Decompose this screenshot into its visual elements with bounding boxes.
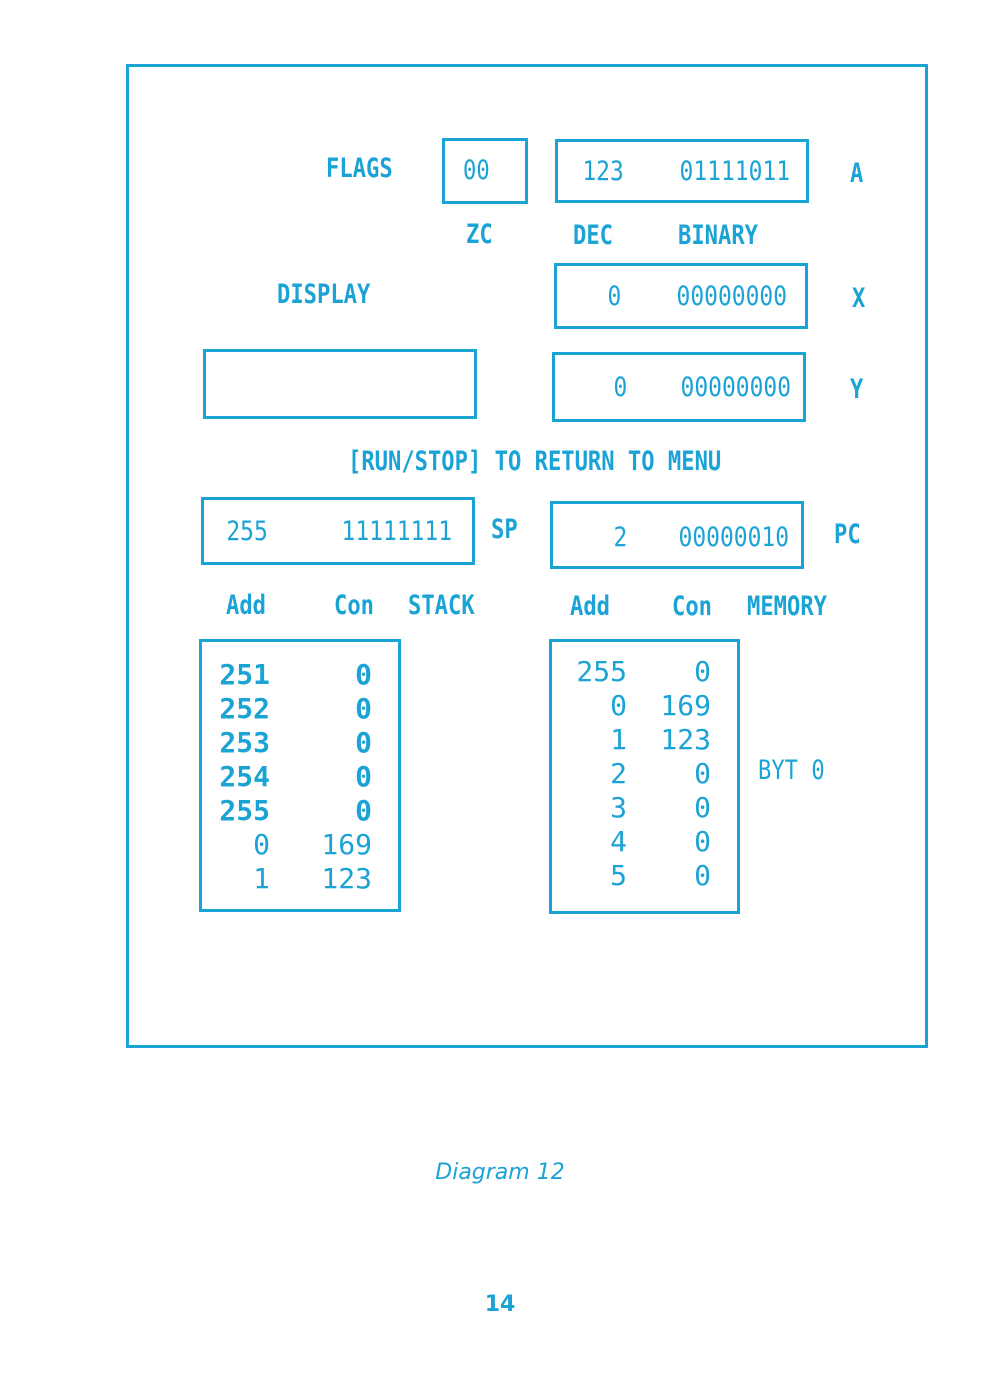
flags-value: 00 (463, 155, 490, 186)
memory-content: 0 (694, 791, 711, 824)
table-row: 4 0 (552, 825, 737, 859)
memory-content: 0 (694, 825, 711, 858)
register-x-label: X (852, 283, 866, 314)
memory-add-header: Add (570, 591, 611, 622)
memory-content: 169 (660, 689, 711, 722)
display-box (203, 349, 477, 419)
memory-address: 1 (610, 723, 627, 756)
stack-content: 0 (355, 658, 372, 691)
flags-sub-label: ZC (466, 219, 493, 250)
memory-title: MEMORY (747, 591, 827, 622)
program-counter-bin: 00000010 (678, 522, 789, 553)
memory-address: 4 (610, 825, 627, 858)
stack-add-header: Add (226, 590, 267, 621)
stack-box: 251 0 252 0 253 0 254 0 255 0 0 169 1 12… (199, 639, 401, 912)
program-counter-dec: 2 (613, 522, 627, 553)
stack-address: 255 (219, 794, 270, 827)
memory-content: 0 (694, 655, 711, 688)
byte-note: BYT 0 (758, 755, 825, 786)
register-a-box: 123 01111011 (555, 139, 809, 203)
table-row: 255 0 (202, 794, 398, 828)
stack-address: 0 (253, 828, 270, 861)
register-x-dec: 0 (607, 281, 621, 312)
memory-address: 2 (610, 757, 627, 790)
flags-box: 00 (442, 138, 528, 204)
register-y-box: 0 00000000 (552, 352, 806, 422)
stack-content: 0 (355, 692, 372, 725)
register-y-label: Y (850, 374, 864, 405)
table-row: 253 0 (202, 726, 398, 760)
stack-pointer-box: 255 11111111 (201, 497, 475, 565)
stack-address: 254 (219, 760, 270, 793)
table-row: 1 123 (552, 723, 737, 757)
dec-column-label: DEC (573, 220, 614, 251)
program-counter-label: PC (834, 519, 861, 550)
stack-title: STACK (408, 590, 475, 621)
stack-con-header: Con (334, 590, 375, 621)
register-y-dec: 0 (613, 372, 627, 403)
register-x-bin: 00000000 (676, 281, 787, 312)
stack-content: 0 (355, 726, 372, 759)
stack-address: 252 (219, 692, 270, 725)
display-label: DISPLAY (277, 279, 371, 310)
monitor-frame (126, 64, 928, 1048)
table-row: 2 0 (552, 757, 737, 791)
stack-pointer-bin: 11111111 (341, 516, 452, 547)
stack-pointer-dec: 255 (226, 516, 268, 547)
stack-pointer-label: SP (491, 514, 518, 545)
return-to-menu-instruction: [RUN/STOP] TO RETURN TO MENU (348, 446, 722, 477)
table-row: 1 123 (202, 862, 398, 896)
memory-content: 123 (660, 723, 711, 756)
stack-address: 251 (219, 658, 270, 691)
stack-content: 169 (321, 828, 372, 861)
stack-content: 0 (355, 760, 372, 793)
page-number: 14 (484, 1292, 516, 1317)
table-row: 252 0 (202, 692, 398, 726)
register-x-box: 0 00000000 (554, 263, 808, 329)
stack-address: 253 (219, 726, 270, 759)
memory-content: 0 (694, 757, 711, 790)
program-counter-box: 2 00000010 (550, 501, 804, 569)
stack-address: 1 (253, 862, 270, 895)
memory-content: 0 (694, 859, 711, 892)
memory-address: 255 (576, 655, 627, 688)
register-y-bin: 00000000 (680, 372, 791, 403)
stack-content: 123 (321, 862, 372, 895)
memory-box: 255 0 0 169 1 123 2 0 3 0 4 0 5 0 (549, 639, 740, 914)
binary-column-label: BINARY (678, 220, 758, 251)
stack-content: 0 (355, 794, 372, 827)
table-row: 251 0 (202, 658, 398, 692)
table-row: 0 169 (552, 689, 737, 723)
memory-address: 5 (610, 859, 627, 892)
table-row: 5 0 (552, 859, 737, 893)
flags-label: FLAGS (326, 153, 393, 184)
table-row: 255 0 (552, 655, 737, 689)
table-row: 254 0 (202, 760, 398, 794)
register-a-bin: 01111011 (679, 156, 790, 187)
memory-address: 3 (610, 791, 627, 824)
table-row: 3 0 (552, 791, 737, 825)
register-a-dec: 123 (582, 156, 624, 187)
register-a-label: A (850, 158, 864, 189)
memory-address: 0 (610, 689, 627, 722)
table-row: 0 169 (202, 828, 398, 862)
diagram-caption: Diagram 12 (435, 1160, 565, 1185)
memory-con-header: Con (672, 591, 713, 622)
